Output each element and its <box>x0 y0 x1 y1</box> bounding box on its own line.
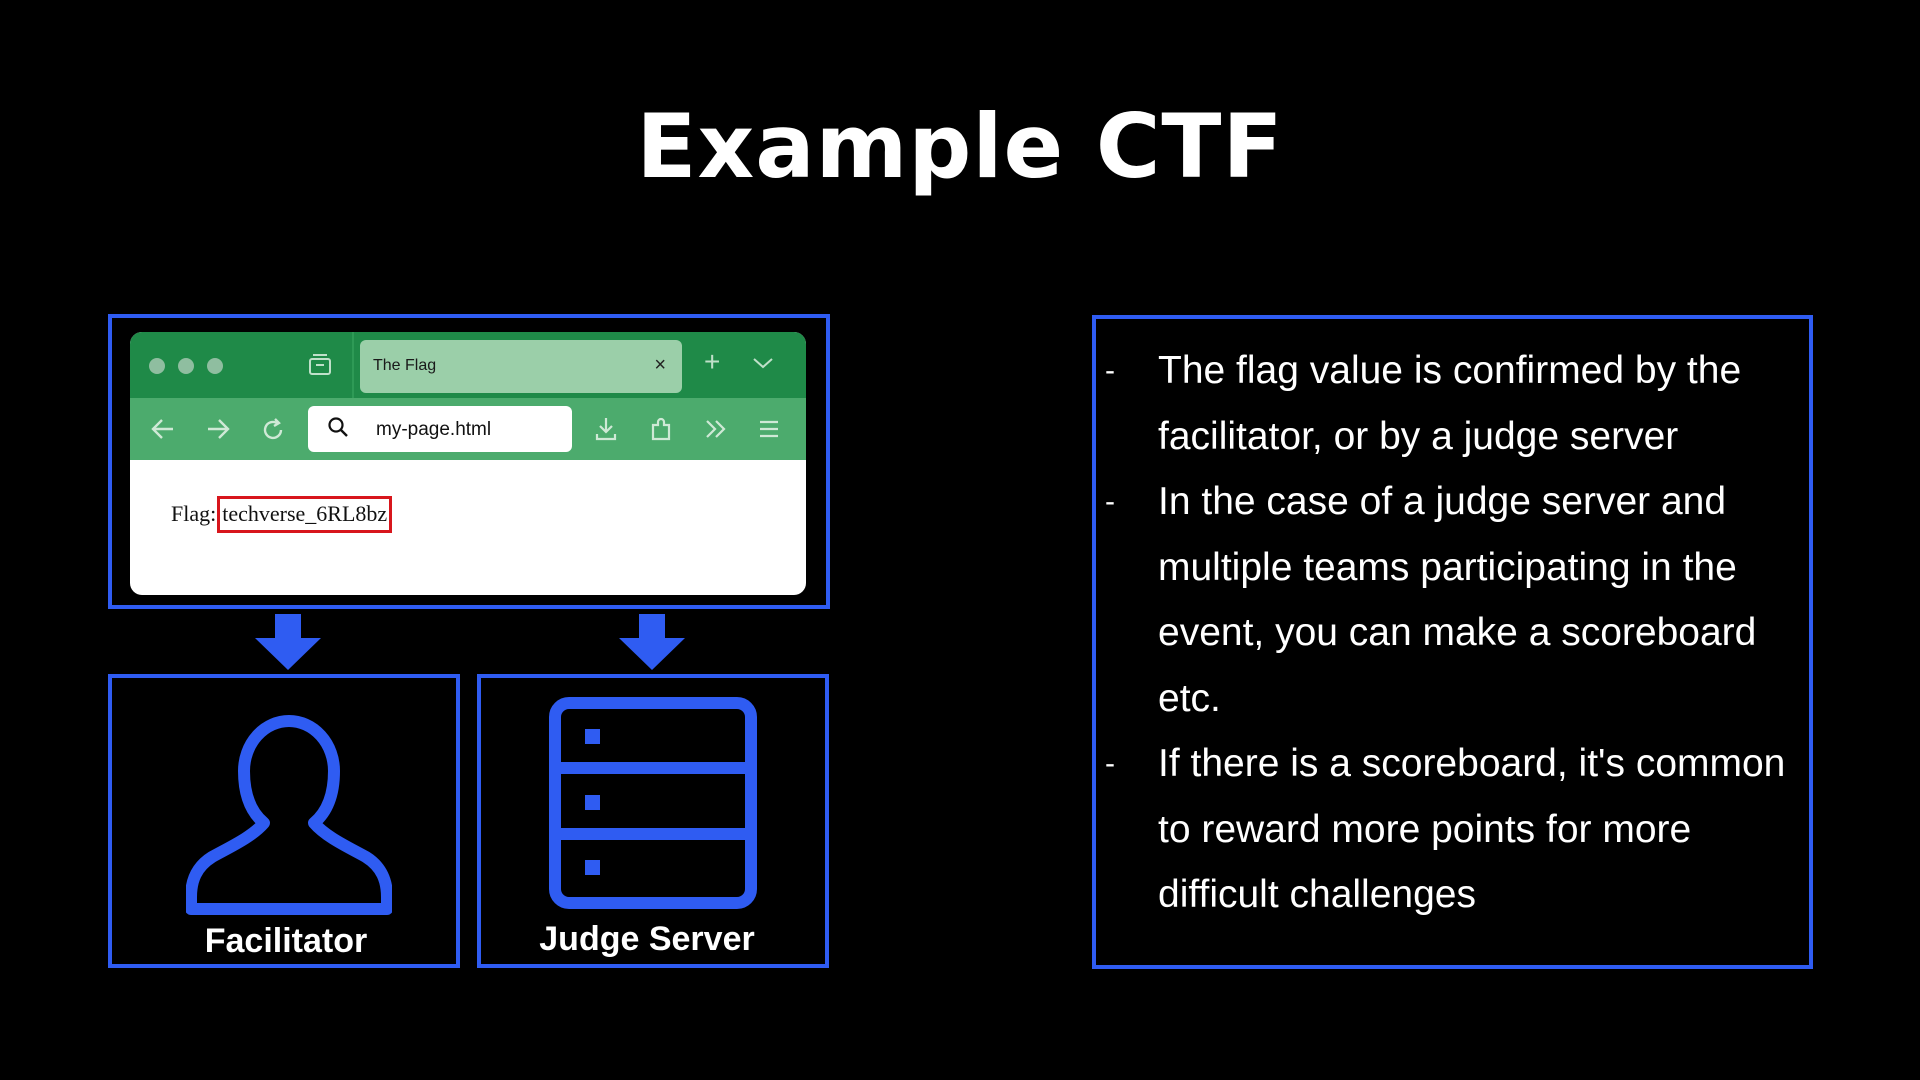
tab-overview-icon[interactable] <box>307 353 333 377</box>
download-icon[interactable] <box>594 416 618 442</box>
server-icon <box>549 697 757 909</box>
bullet-list: - The flag value is confirmed by the fac… <box>1100 338 1810 928</box>
window-minimize-dot[interactable] <box>178 358 194 374</box>
info-box <box>1092 315 1813 969</box>
bullet-dash: - <box>1105 354 1115 387</box>
bullet-item: - The flag value is confirmed by the fac… <box>1100 338 1810 469</box>
tab-title: The Flag <box>373 357 437 374</box>
browser-tab[interactable]: The Flag × <box>360 340 682 393</box>
page-content: Flag:techverse_6RL8bz <box>171 496 393 533</box>
extensions-icon[interactable] <box>649 416 675 442</box>
browser-window: The Flag × + <box>130 332 806 595</box>
facilitator-label: Facilitator <box>204 922 368 960</box>
overflow-chevrons-icon[interactable] <box>703 418 729 440</box>
search-icon <box>328 417 348 437</box>
menu-icon[interactable] <box>758 419 780 439</box>
back-arrow-icon[interactable] <box>150 418 176 440</box>
window-close-dot[interactable] <box>149 358 165 374</box>
forward-arrow-icon[interactable] <box>205 418 231 440</box>
browser-tab-bar: The Flag × + <box>130 332 806 398</box>
facilitator-box <box>108 674 460 968</box>
bullet-item: - In the case of a judge server and mult… <box>1100 469 1810 731</box>
arrow-down-to-judge-server <box>619 614 685 670</box>
address-bar[interactable]: my-page.html <box>308 406 572 452</box>
bullet-dash: - <box>1105 747 1115 780</box>
reload-icon[interactable] <box>260 417 286 443</box>
flag-value-highlight: techverse_6RL8bz <box>217 496 393 533</box>
close-icon[interactable]: × <box>654 354 666 376</box>
bullet-text: The flag value is confirmed by the facil… <box>1158 349 1742 458</box>
browser-frame <box>108 314 830 609</box>
flag-label: Flag: <box>171 501 217 526</box>
bullet-text: In the case of a judge server and multip… <box>1158 480 1757 720</box>
url-text: my-page.html <box>376 419 492 440</box>
bullet-text: If there is a scoreboard, it's common to… <box>1158 742 1786 916</box>
chevron-down-icon[interactable] <box>752 356 774 370</box>
window-zoom-dot[interactable] <box>207 358 223 374</box>
bullet-dash: - <box>1105 485 1115 518</box>
bullet-item: - If there is a scoreboard, it's common … <box>1100 731 1810 928</box>
slide-title: Example CTF <box>636 95 1284 198</box>
judge-server-box <box>477 674 829 968</box>
arrow-down-to-facilitator <box>255 614 321 670</box>
person-icon <box>186 715 392 915</box>
new-tab-icon[interactable]: + <box>704 346 721 377</box>
judge-server-label: Judge Server <box>539 920 755 958</box>
